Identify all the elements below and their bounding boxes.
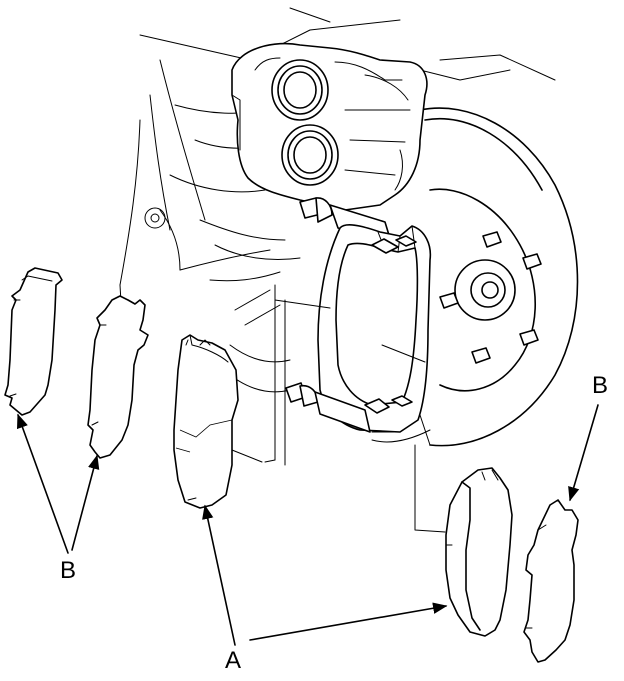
label-a-brake-pad: A xyxy=(225,647,241,674)
brake-pad-icon xyxy=(173,334,239,509)
label-b-left-shims: B xyxy=(60,557,76,584)
pad-shim-icon xyxy=(4,267,63,416)
caliper-bracket-icon xyxy=(285,197,432,433)
brake-pad-icon xyxy=(445,467,513,637)
brake-caliper-icon xyxy=(231,42,428,211)
pad-shim-icon xyxy=(523,499,579,663)
callout-arrows xyxy=(16,404,599,646)
leader-lines xyxy=(274,299,446,533)
label-b-right-shim: B xyxy=(592,372,608,399)
pad-shim-icon xyxy=(87,295,149,459)
brake-rotor-icon xyxy=(371,107,579,447)
